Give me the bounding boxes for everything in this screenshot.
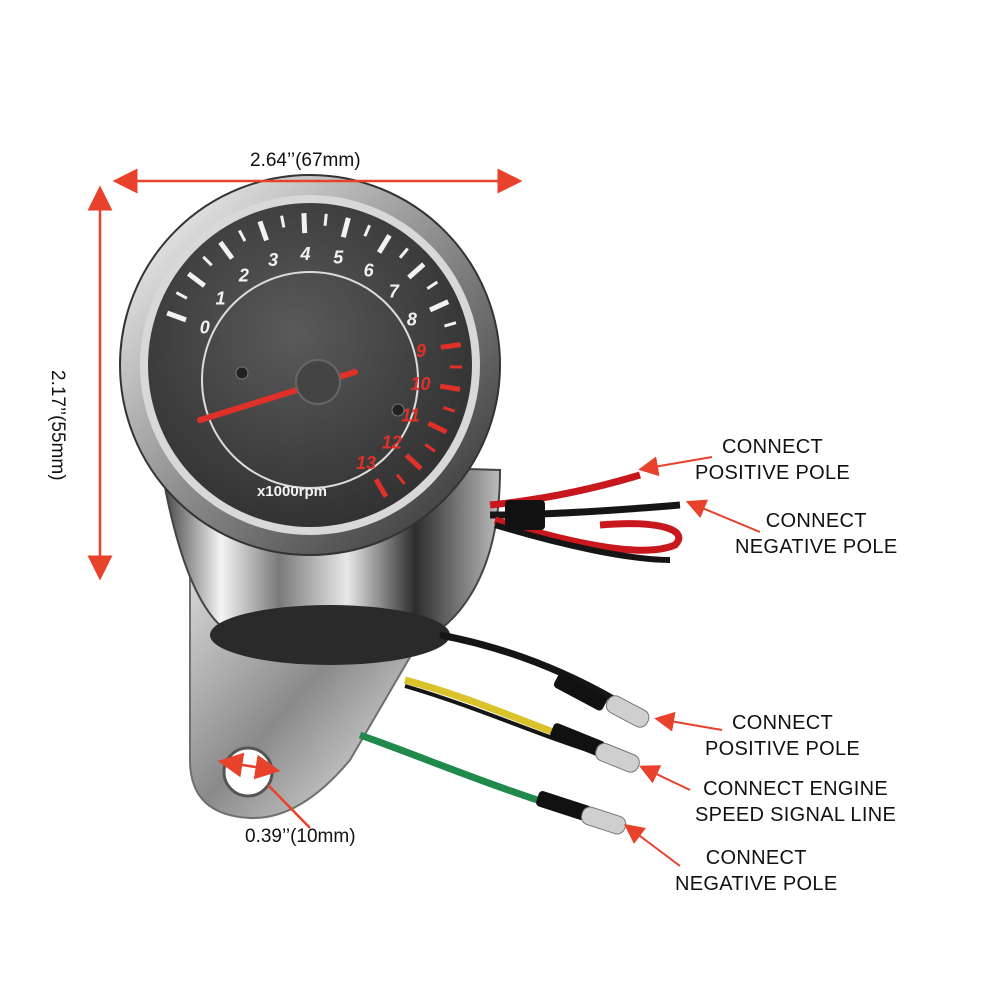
callout-line: NEGATIVE POLE bbox=[735, 536, 898, 558]
dial-tick bbox=[323, 213, 328, 226]
screw-left bbox=[235, 366, 249, 380]
screw-right bbox=[391, 403, 405, 417]
dial-tick bbox=[238, 229, 247, 242]
tick-marks bbox=[166, 213, 463, 498]
dial-tick bbox=[427, 420, 448, 435]
bullet-connector-1 bbox=[605, 695, 650, 728]
dial-tick bbox=[424, 443, 436, 453]
callout-arrow-4 bbox=[638, 765, 691, 791]
hole-arrow bbox=[217, 752, 281, 780]
callout-bottom-positive: CONNECT POSITIVE POLE bbox=[705, 710, 860, 762]
bullet-connector-3 bbox=[581, 806, 627, 835]
dial-number: 10 bbox=[411, 374, 431, 394]
dial-tick bbox=[340, 217, 351, 238]
callout-line: NEGATIVE POLE bbox=[675, 873, 838, 895]
dial-number: 1 bbox=[215, 289, 225, 309]
callout-arrow-1 bbox=[638, 456, 713, 477]
dial-tick bbox=[166, 310, 187, 323]
dial-number: 12 bbox=[382, 432, 402, 452]
hole-leader bbox=[267, 784, 311, 829]
rpm-unit-label: x1000rpm bbox=[257, 483, 327, 500]
callout-arrow-2 bbox=[685, 499, 761, 533]
dial-tick bbox=[404, 453, 423, 471]
dial-number: 2 bbox=[238, 266, 249, 286]
dial-tick bbox=[395, 473, 406, 485]
dial-tick bbox=[440, 342, 461, 350]
callout-arrow-3 bbox=[654, 711, 723, 732]
dial-number: 9 bbox=[416, 341, 426, 361]
dial-tick bbox=[280, 215, 286, 228]
dial-number: 13 bbox=[356, 453, 376, 473]
width-dimension-label: 2.64’’(67mm) bbox=[250, 150, 361, 171]
dial-tick bbox=[407, 262, 426, 280]
dial-tick bbox=[442, 406, 456, 413]
dial-tick bbox=[376, 234, 392, 254]
callout-line: CONNECT ENGINE bbox=[703, 778, 889, 800]
callout-arrows bbox=[624, 456, 761, 867]
dial-tick bbox=[426, 280, 439, 290]
callout-top-negative: CONNECT NEGATIVE POLE bbox=[735, 508, 897, 560]
dial-number: 5 bbox=[333, 248, 344, 268]
bullet-connector-2 bbox=[595, 742, 640, 773]
dial-tick bbox=[301, 213, 308, 234]
callout-bottom-negative: CONNECT NEGATIVE POLE bbox=[675, 845, 837, 897]
dial-number: 7 bbox=[389, 282, 400, 302]
dial-tick bbox=[202, 255, 213, 267]
callout-signal-line: CONNECT ENGINE SPEED SIGNAL LINE bbox=[695, 776, 896, 828]
dial-tick bbox=[398, 247, 409, 259]
dial-number: 8 bbox=[407, 309, 417, 329]
callout-line: POSITIVE POLE bbox=[695, 462, 851, 484]
dimension-arrows bbox=[87, 168, 523, 829]
callout-line: CONNECT bbox=[732, 712, 834, 734]
callout-top-positive: CONNECT POSITIVE POLE bbox=[695, 434, 850, 486]
dial-number: 11 bbox=[401, 405, 420, 425]
dial-tick bbox=[373, 478, 389, 498]
dial-tick bbox=[363, 224, 371, 237]
mounting-hole bbox=[222, 746, 274, 798]
needle-hub bbox=[295, 359, 341, 405]
wire-bundle-top bbox=[489, 471, 683, 563]
callout-line: CONNECT bbox=[705, 847, 807, 869]
dial-number: 3 bbox=[268, 250, 278, 270]
callout-line: POSITIVE POLE bbox=[705, 738, 861, 760]
callout-line: CONNECT bbox=[765, 510, 867, 532]
dial-number: 4 bbox=[299, 244, 310, 264]
dial-tick bbox=[428, 299, 450, 313]
dial-tick bbox=[218, 240, 235, 260]
callout-arrow-5 bbox=[624, 824, 681, 867]
dial-number: 6 bbox=[364, 261, 375, 281]
callout-line: SPEED SIGNAL LINE bbox=[695, 804, 897, 826]
dial-tick bbox=[439, 383, 461, 392]
callout-line: CONNECT bbox=[722, 436, 824, 458]
dial-tick bbox=[444, 321, 457, 328]
dial-tick bbox=[175, 291, 188, 300]
height-dimension-label: 2.17’’(55mm) bbox=[47, 370, 68, 481]
inner-ring bbox=[201, 271, 419, 489]
dial-tick bbox=[257, 220, 269, 242]
dial-tick bbox=[186, 271, 206, 288]
hole-dimension-label: 0.39’’(10mm) bbox=[245, 826, 356, 847]
dial-number: 0 bbox=[200, 318, 210, 338]
